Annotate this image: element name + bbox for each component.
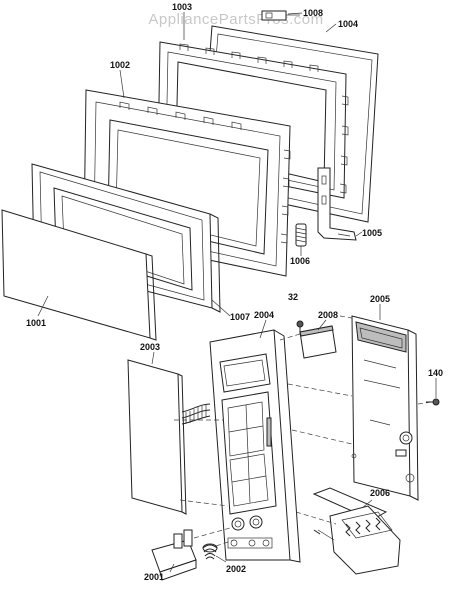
label-2005: 2005 bbox=[370, 294, 390, 304]
label-2004: 2004 bbox=[254, 310, 274, 320]
label-1007: 1007 bbox=[230, 312, 250, 322]
label-2002: 2002 bbox=[226, 564, 246, 574]
part-2006-bracket bbox=[312, 487, 401, 575]
label-2006: 2006 bbox=[370, 488, 390, 498]
explosion-lines bbox=[174, 315, 433, 547]
part-1005-latch-lever bbox=[317, 167, 357, 241]
label-32: 32 bbox=[288, 292, 298, 302]
part-2004-control-panel bbox=[209, 329, 301, 563]
label-2001: 2001 bbox=[144, 572, 164, 582]
part-labels: 1003 1008 1004 1002 1005 1006 1007 1001 … bbox=[26, 2, 443, 582]
part-1001-door-panel bbox=[1, 209, 157, 341]
part-2008-lens bbox=[299, 325, 337, 359]
part-2002-spring bbox=[202, 543, 218, 560]
label-2008: 2008 bbox=[318, 310, 338, 320]
label-1008: 1008 bbox=[303, 8, 323, 18]
part-140-screw bbox=[426, 398, 440, 406]
label-1002: 1002 bbox=[110, 60, 130, 70]
leader-lines bbox=[37, 12, 437, 573]
part-2003-membrane bbox=[127, 359, 211, 515]
label-2003: 2003 bbox=[140, 342, 160, 352]
label-1004: 1004 bbox=[338, 19, 358, 29]
label-1003: 1003 bbox=[172, 2, 192, 12]
label-1001: 1001 bbox=[26, 318, 46, 328]
label-140: 140 bbox=[428, 368, 443, 378]
part-2005-control-board bbox=[351, 315, 419, 501]
part-1008-clip bbox=[261, 10, 300, 21]
part-2001-door-button bbox=[151, 529, 197, 581]
part-1006-spring bbox=[295, 223, 307, 247]
label-1006: 1006 bbox=[290, 256, 310, 266]
label-1005: 1005 bbox=[362, 228, 382, 238]
